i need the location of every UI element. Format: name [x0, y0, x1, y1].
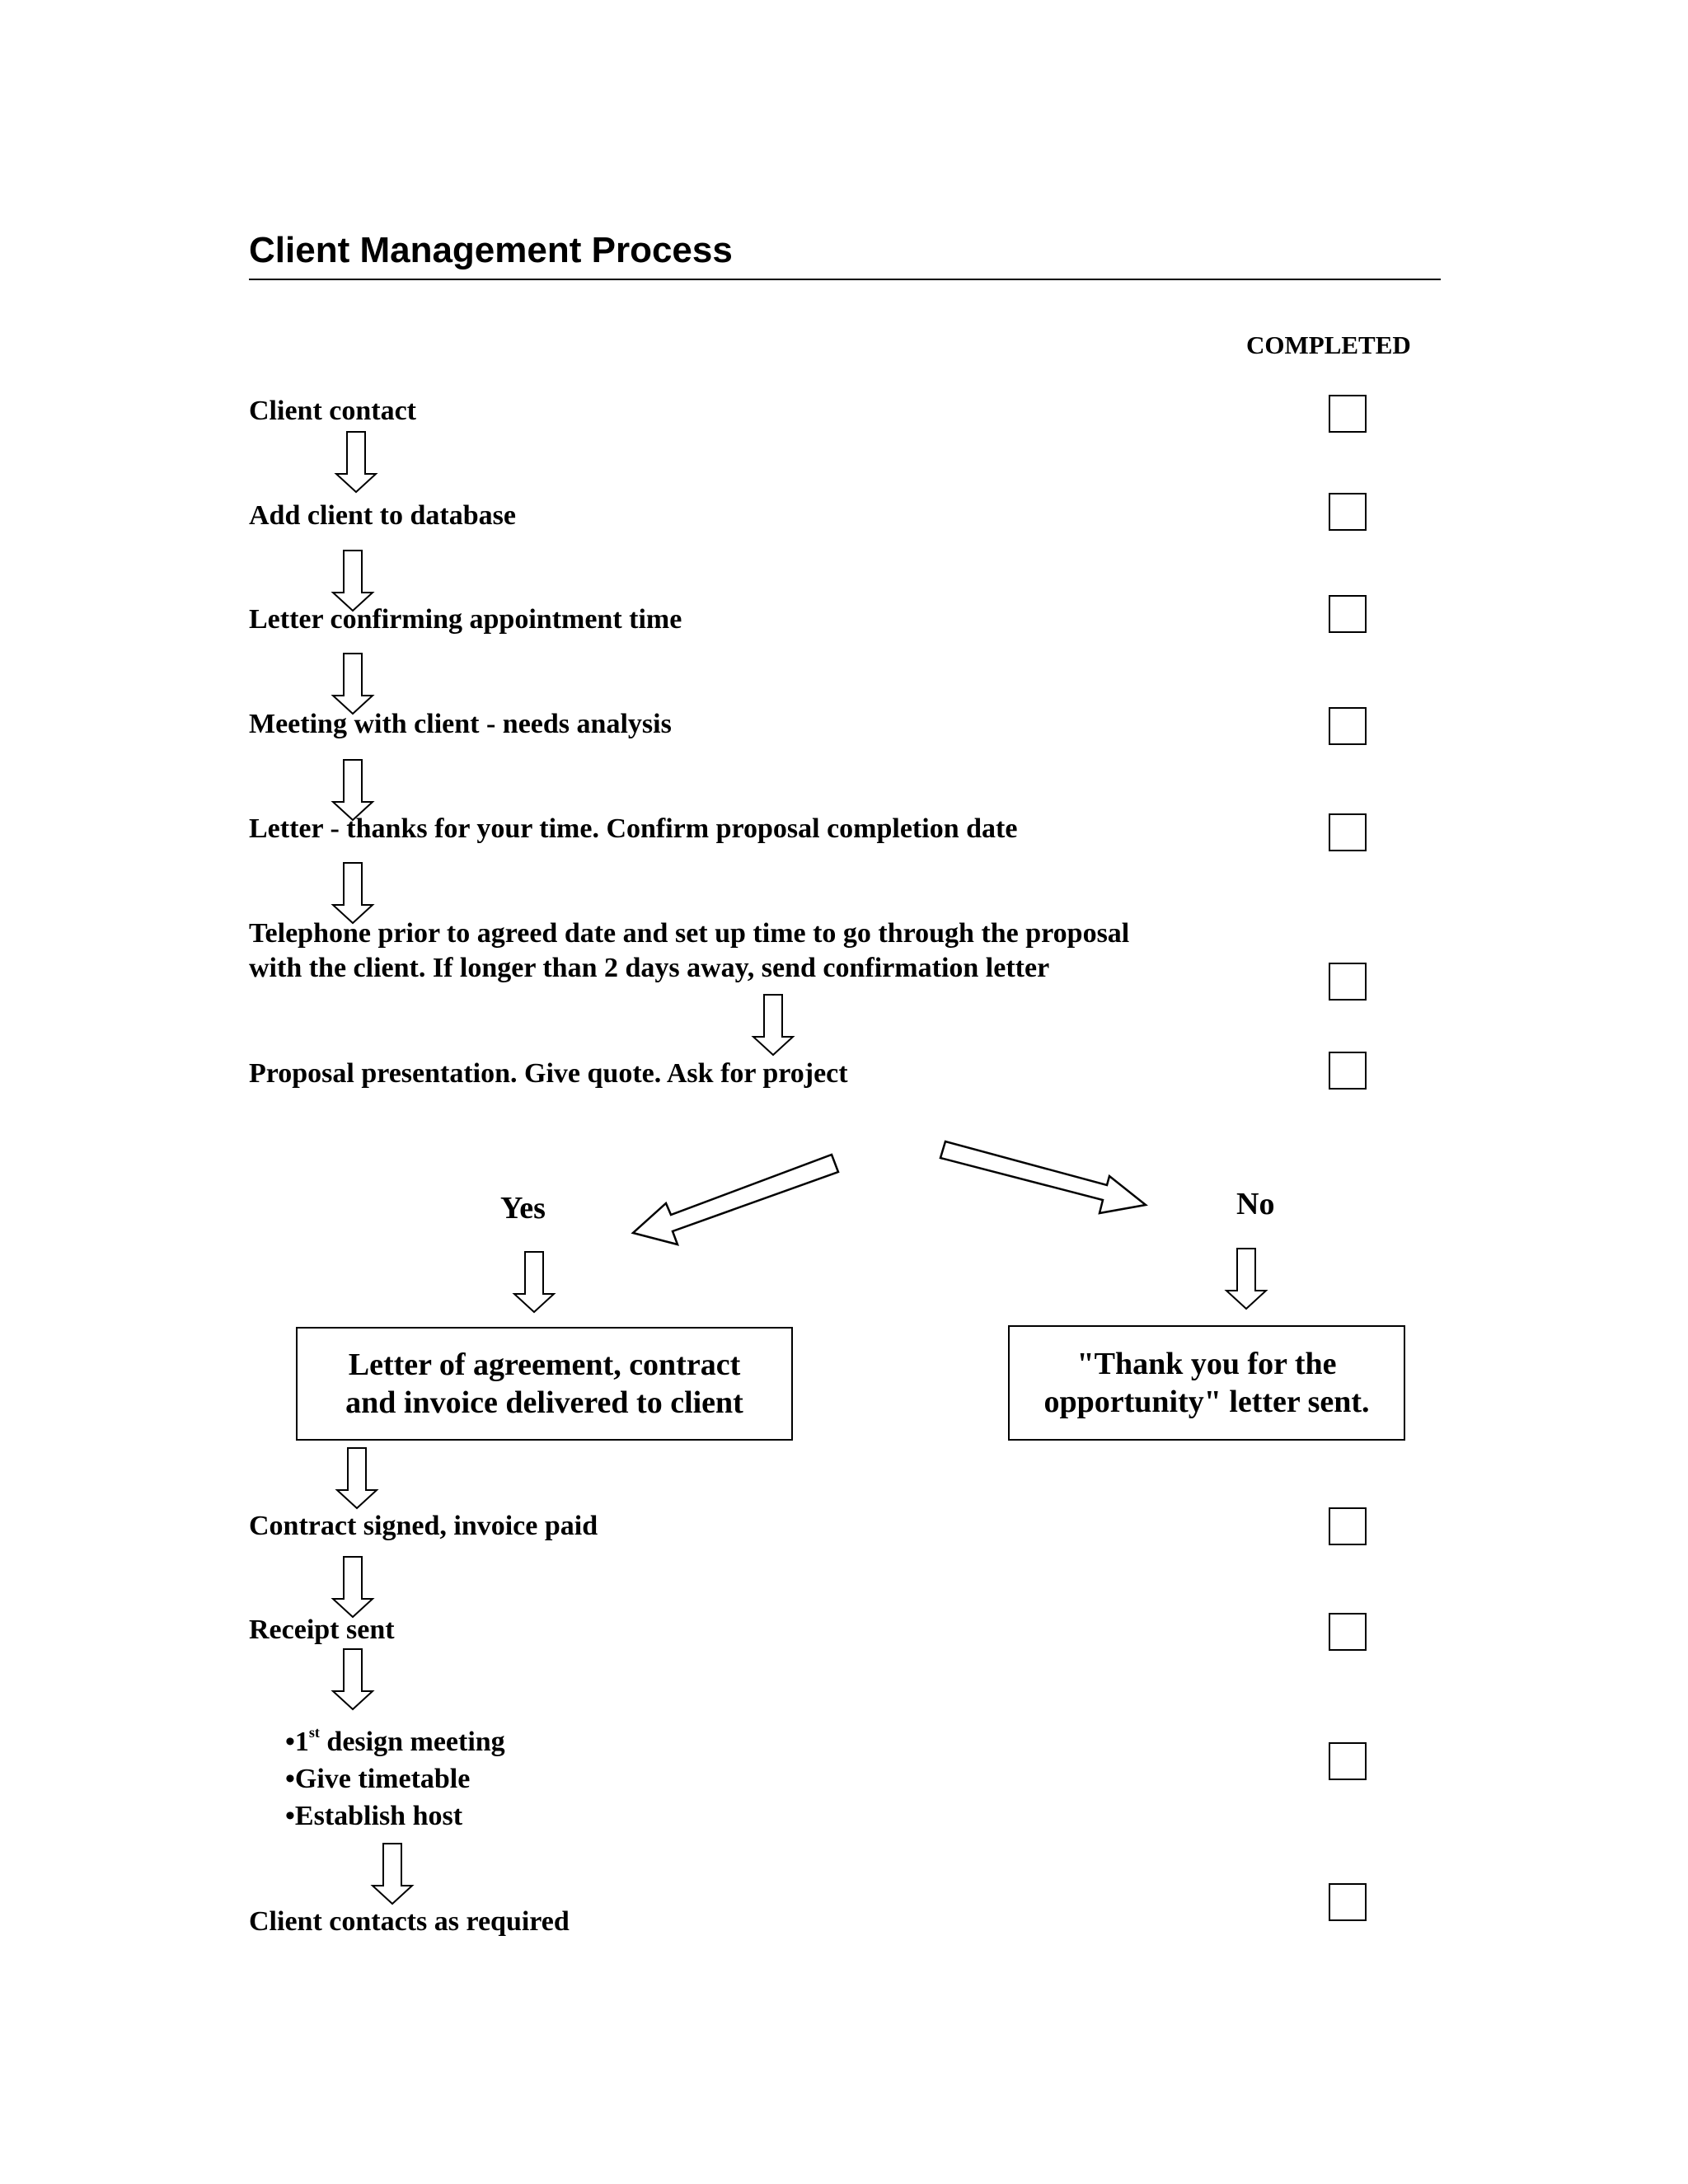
- down-arrow-icon: [331, 1556, 375, 1619]
- checkbox-client-contacts[interactable]: [1329, 1883, 1367, 1921]
- bullet-item-design-meeting: •1st design meeting: [285, 1723, 505, 1760]
- branch-label-yes: Yes: [500, 1191, 546, 1226]
- yes-outcome-box: Letter of agreement, contract and invoic…: [296, 1327, 793, 1441]
- yes-box-line2: and invoice delivered to client: [345, 1385, 743, 1420]
- checkbox-letter-confirming[interactable]: [1329, 595, 1367, 633]
- bullet-item1-ordinal: st: [308, 1724, 320, 1741]
- down-arrow-icon: [1224, 1248, 1268, 1310]
- bullet-item-establish-host: •Establish host: [285, 1797, 505, 1835]
- down-arrow-icon: [331, 759, 375, 822]
- step-letter-confirming-appointment: Letter confirming appointment time: [249, 604, 682, 635]
- down-arrow-icon: [335, 1447, 379, 1510]
- page-title: Client Management Process: [249, 230, 733, 270]
- step-letter-thanks-confirm-date: Letter - thanks for your time. Confirm p…: [249, 813, 1018, 844]
- no-outcome-box: "Thank you for the opportunity" letter s…: [1008, 1325, 1405, 1441]
- no-box-line1: "Thank you for the: [1076, 1347, 1337, 1381]
- bullet-item3-text: Establish host: [294, 1801, 463, 1831]
- step-telephone-line1: Telephone prior to agreed date and set u…: [249, 918, 1130, 949]
- checkbox-add-client[interactable]: [1329, 493, 1367, 531]
- step-telephone-prior: Telephone prior to agreed date and set u…: [249, 916, 1129, 986]
- checkbox-letter-thanks[interactable]: [1329, 813, 1367, 851]
- checkbox-client-contact[interactable]: [1329, 395, 1367, 433]
- checkbox-telephone[interactable]: [1329, 963, 1367, 1001]
- down-arrow-icon: [751, 994, 795, 1057]
- down-arrow-icon: [512, 1251, 556, 1314]
- step-receipt-sent: Receipt sent: [249, 1615, 395, 1645]
- down-arrow-icon: [331, 862, 375, 925]
- title-underline: [249, 279, 1441, 280]
- down-arrow-icon: [370, 1843, 415, 1905]
- diagonal-arrow-no-icon: [939, 1140, 1148, 1215]
- bullet-item-give-timetable: •Give timetable: [285, 1760, 505, 1797]
- branch-label-no: No: [1236, 1187, 1275, 1221]
- step-client-contact: Client contact: [249, 396, 417, 426]
- bullet-item2-text: Give timetable: [294, 1764, 471, 1794]
- down-arrow-icon: [331, 653, 375, 715]
- bullet-item1-number: 1: [294, 1727, 309, 1757]
- yes-box-line1: Letter of agreement, contract: [348, 1347, 741, 1382]
- down-arrow-icon: [334, 431, 378, 494]
- checkbox-receipt-sent[interactable]: [1329, 1613, 1367, 1651]
- checkbox-design-meeting[interactable]: [1329, 1742, 1367, 1780]
- step-proposal-presentation: Proposal presentation. Give quote. Ask f…: [249, 1058, 848, 1089]
- down-arrow-icon: [331, 1648, 375, 1711]
- checkbox-contract-signed[interactable]: [1329, 1507, 1367, 1545]
- design-meeting-bullet-list: •1st design meeting •Give timetable •Est…: [285, 1723, 505, 1835]
- step-contract-signed: Contract signed, invoice paid: [249, 1511, 598, 1541]
- bullet-item1-text: design meeting: [319, 1727, 505, 1757]
- step-telephone-line2: with the client. If longer than 2 days a…: [249, 953, 1050, 983]
- step-client-contacts-as-required: Client contacts as required: [249, 1906, 570, 1937]
- bullet-glyph: •: [285, 1727, 295, 1757]
- down-arrow-icon: [331, 550, 375, 612]
- no-box-line2: opportunity" letter sent.: [1043, 1385, 1370, 1419]
- checkbox-proposal[interactable]: [1329, 1052, 1367, 1090]
- step-meeting-needs-analysis: Meeting with client - needs analysis: [249, 709, 672, 739]
- step-add-client-to-database: Add client to database: [249, 500, 516, 531]
- bullet-glyph: •: [285, 1801, 295, 1831]
- bullet-glyph: •: [285, 1764, 295, 1794]
- checkbox-meeting[interactable]: [1329, 707, 1367, 745]
- diagonal-arrow-yes-icon: [631, 1153, 840, 1246]
- completed-column-header: COMPLETED: [1246, 330, 1411, 359]
